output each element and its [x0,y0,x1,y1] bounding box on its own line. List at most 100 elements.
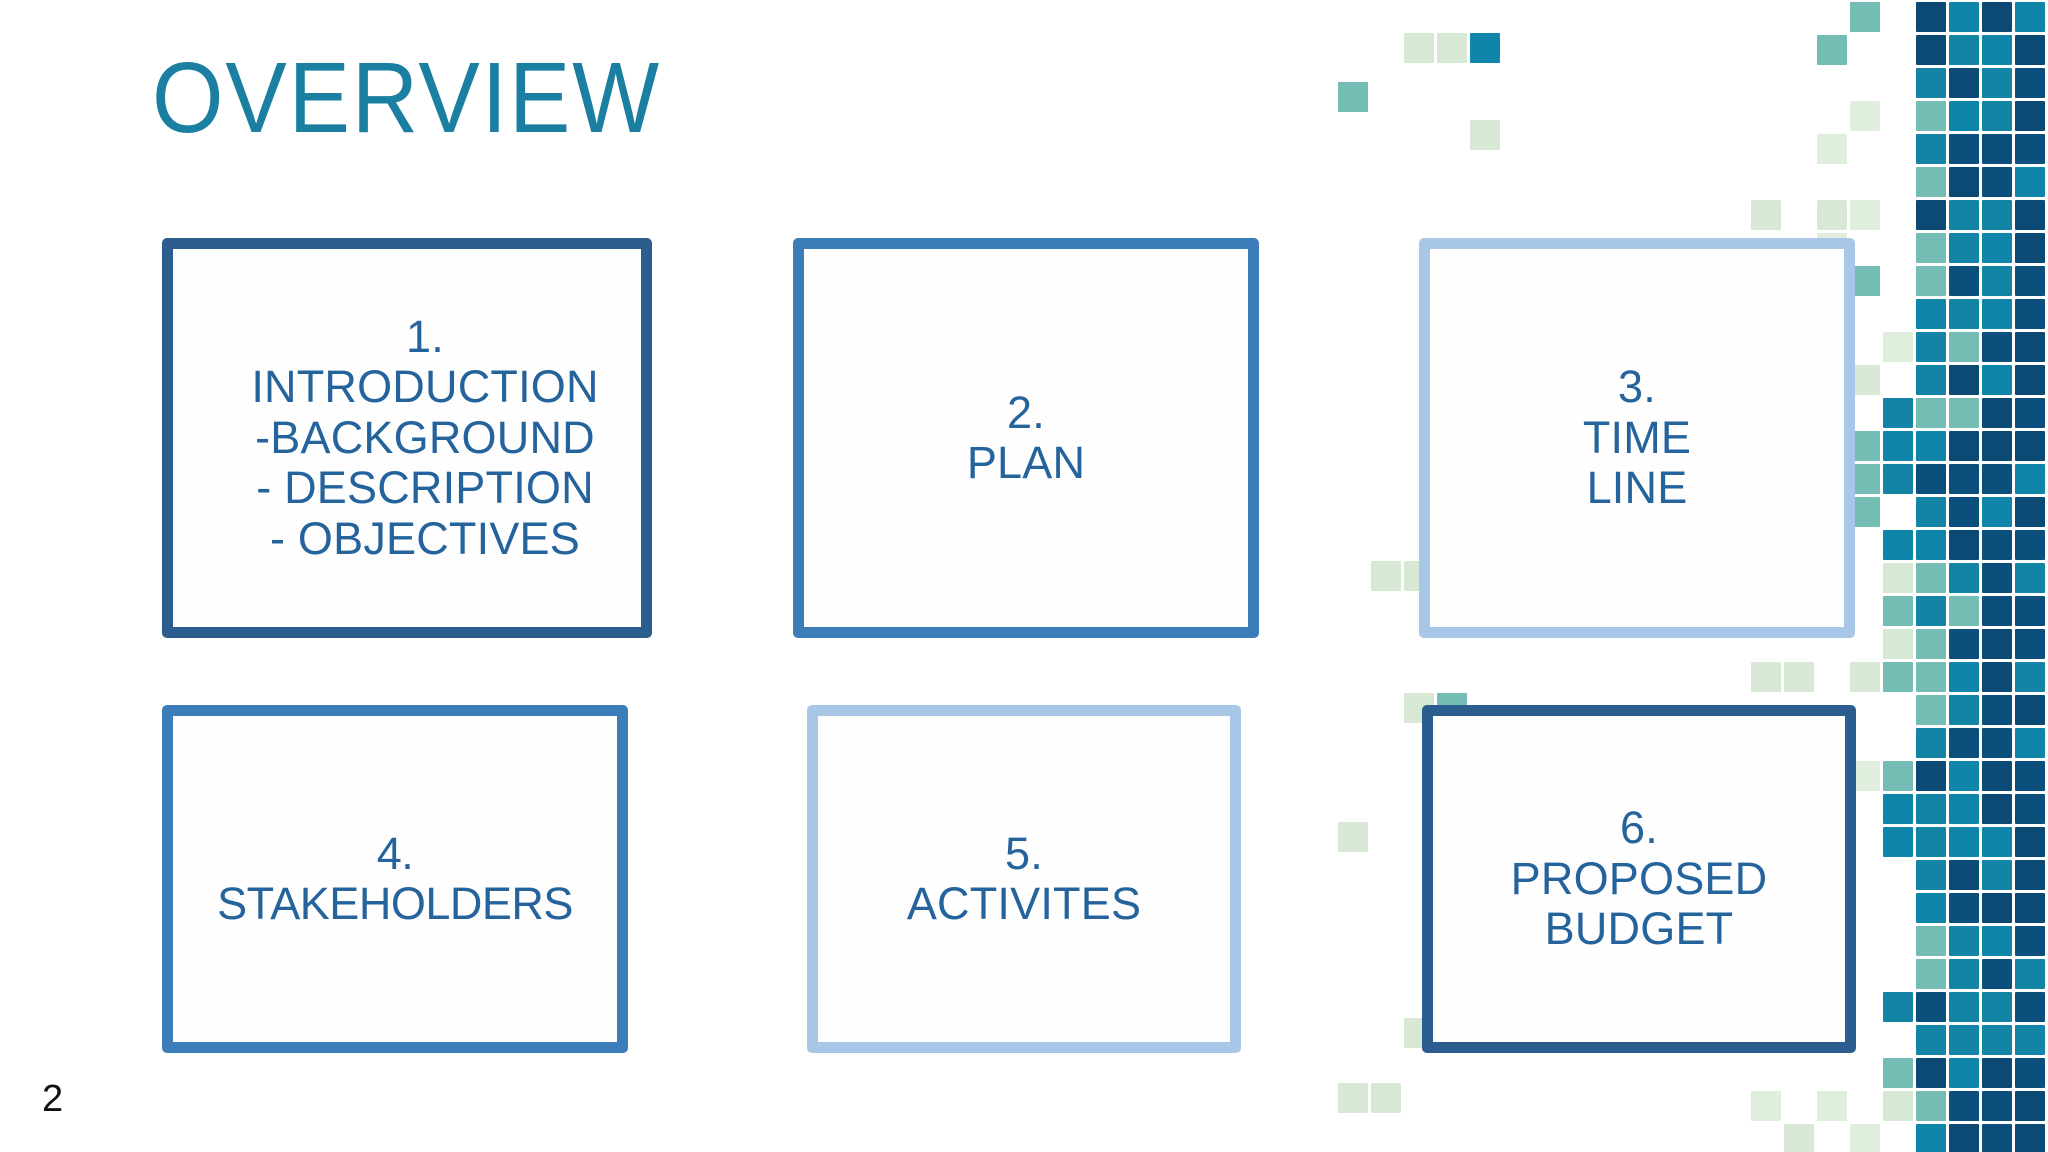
mosaic-cell [1949,365,1979,395]
mosaic-cell [1751,1091,1781,1121]
mosaic-cell [2015,1124,2045,1152]
mosaic-cell [1850,431,1880,461]
mosaic-cell [1916,893,1946,923]
overview-item-3-timeline[interactable]: 3. TIME LINE [1419,238,1855,638]
mosaic-cell [1982,761,2012,791]
mosaic-cell [1982,134,2012,164]
mosaic-cell [1883,827,1913,857]
page-number: 2 [42,1078,64,1120]
overview-item-4-label: 4. STAKEHOLDERS [217,827,573,929]
mosaic-cell [1883,662,1913,692]
mosaic-cell [1982,893,2012,923]
mosaic-cell [1338,1083,1368,1113]
mosaic-cell [1883,1058,1913,1088]
mosaic-cell [1949,596,1979,626]
mosaic-cell [1982,596,2012,626]
mosaic-cell [1949,530,1979,560]
mosaic-cell [2015,200,2045,230]
mosaic-cell [2015,530,2045,560]
mosaic-cell [2015,1025,2045,1055]
mosaic-cell [1916,431,1946,461]
mosaic-cell [1850,101,1880,131]
overview-item-2-label: 2. PLAN [966,386,1086,488]
mosaic-cell [1982,101,2012,131]
mosaic-cell [1949,695,1979,725]
mosaic-cell [1883,530,1913,560]
mosaic-cell [1982,926,2012,956]
mosaic-cell [1916,629,1946,659]
overview-item-1-introduction[interactable]: 1. INTRODUCTION -BACKGROUND - DESCRIPTIO… [162,238,652,638]
mosaic-cell [2015,299,2045,329]
mosaic-cell [1949,233,1979,263]
mosaic-cell [1949,662,1979,692]
mosaic-cell [1916,728,1946,758]
overview-item-6-label: 6. PROPOSED BUDGET [1510,802,1768,955]
mosaic-cell [2015,596,2045,626]
mosaic-cell [1817,1091,1847,1121]
mosaic-cell [1817,35,1847,65]
mosaic-cell [1949,926,1979,956]
mosaic-cell [1982,167,2012,197]
overview-item-4-stakeholders[interactable]: 4. STAKEHOLDERS [162,705,628,1053]
mosaic-cell [1371,561,1401,591]
mosaic-cell [1916,464,1946,494]
mosaic-cell [1916,563,1946,593]
mosaic-cell [1916,860,1946,890]
overview-item-5-activites[interactable]: 5. ACTIVITES [807,705,1241,1053]
mosaic-cell [1982,35,2012,65]
mosaic-cell [2015,662,2045,692]
mosaic-cell [1850,200,1880,230]
page-title: OVERVIEW [152,42,661,154]
mosaic-cell [2015,1058,2045,1088]
mosaic-cell [2015,35,2045,65]
mosaic-cell [1949,35,1979,65]
mosaic-cell [1883,1091,1913,1121]
mosaic-cell [1916,497,1946,527]
overview-item-6-proposed-budget[interactable]: 6. PROPOSED BUDGET [1422,705,1856,1053]
mosaic-cell [1883,398,1913,428]
mosaic-cell [1949,1058,1979,1088]
mosaic-cell [1916,761,1946,791]
mosaic-cell [1883,332,1913,362]
mosaic-cell [1982,629,2012,659]
overview-item-5-label: 5. ACTIVITES [906,827,1142,929]
mosaic-cell [1949,860,1979,890]
mosaic-cell [2015,101,2045,131]
mosaic-cell [1916,266,1946,296]
mosaic-cell [2015,860,2045,890]
mosaic-cell [1371,1083,1401,1113]
mosaic-cell [1949,563,1979,593]
overview-item-2-plan[interactable]: 2. PLAN [793,238,1259,638]
mosaic-cell [2015,794,2045,824]
mosaic-cell [2015,827,2045,857]
mosaic-cell [1751,200,1781,230]
mosaic-cell [1883,794,1913,824]
mosaic-cell [1883,464,1913,494]
mosaic-cell [2015,497,2045,527]
mosaic-cell [1751,662,1781,692]
mosaic-cell [2015,365,2045,395]
mosaic-cell [1916,68,1946,98]
mosaic-cell [1883,992,1913,1022]
mosaic-cell [1949,299,1979,329]
mosaic-cell [1949,794,1979,824]
mosaic-cell [1949,1025,1979,1055]
mosaic-cell [1916,299,1946,329]
mosaic-cell [1982,827,2012,857]
mosaic-cell [1916,35,1946,65]
mosaic-cell [1916,398,1946,428]
mosaic-cell [1949,1124,1979,1152]
mosaic-cell [1916,2,1946,32]
mosaic-cell [1470,33,1500,63]
mosaic-cell [1949,992,1979,1022]
mosaic-cell [1883,629,1913,659]
mosaic-cell [2015,992,2045,1022]
mosaic-cell [1916,1025,1946,1055]
mosaic-cell [1883,761,1913,791]
mosaic-cell [1850,2,1880,32]
mosaic-cell [1982,1091,2012,1121]
mosaic-cell [2015,893,2045,923]
mosaic-cell [1982,794,2012,824]
mosaic-cell [1949,431,1979,461]
